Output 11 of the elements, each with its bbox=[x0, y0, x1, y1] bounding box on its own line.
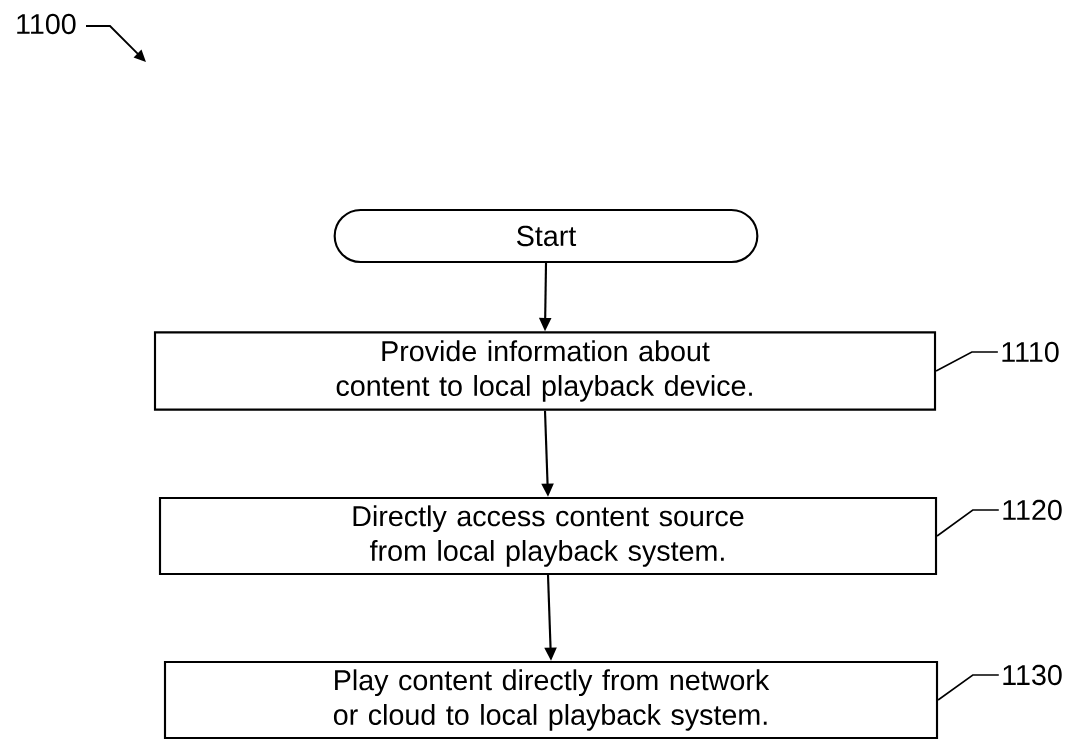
reference-number: 1120 bbox=[1003, 499, 1062, 521]
leader-line bbox=[936, 509, 1000, 537]
process-box: Play content directly from network or cloud to local playback system. bbox=[163, 660, 939, 740]
leader-line bbox=[937, 674, 1000, 701]
leader-line bbox=[935, 351, 999, 372]
terminal-box: Start bbox=[333, 208, 759, 264]
reference-number: 1130 bbox=[1003, 664, 1062, 686]
figure-number: 1100 bbox=[17, 13, 76, 35]
process-box: Provide information about content to local playback device. bbox=[153, 331, 937, 411]
reference-number: 1110 bbox=[1002, 341, 1059, 363]
process-box: Directly access content source from local playback system. bbox=[158, 496, 938, 576]
